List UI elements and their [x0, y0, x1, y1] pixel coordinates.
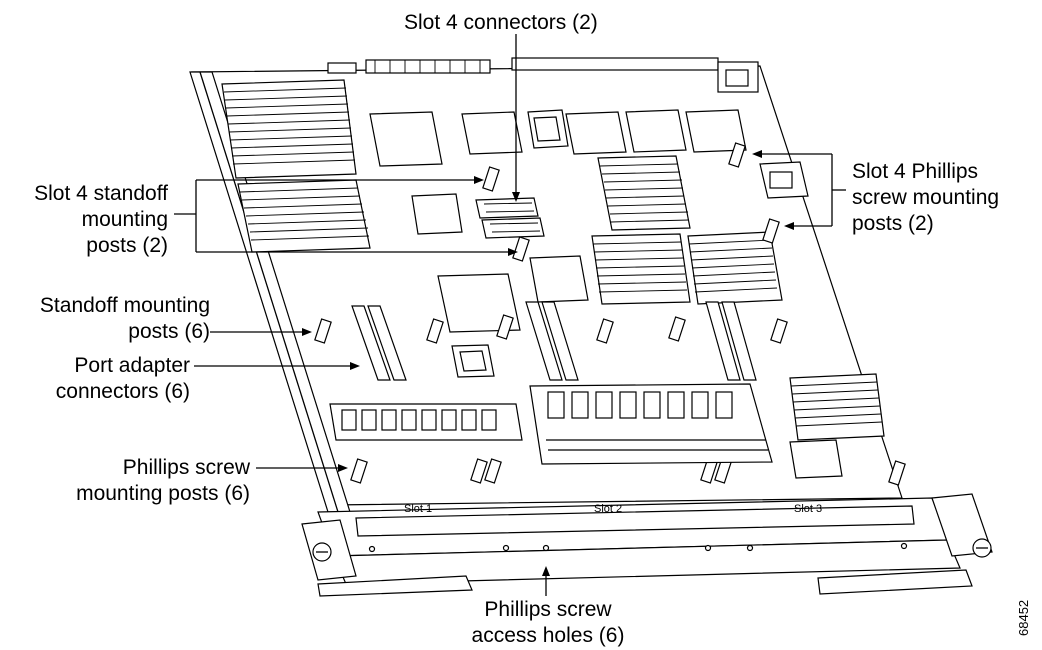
slot4-connectors	[475, 197, 545, 239]
slot-label-2: Slot 2	[594, 503, 622, 515]
callout-slot4-standoff-line2: mounting	[82, 208, 168, 231]
callout-slot4-standoff-line1: Slot 4 standoff	[34, 182, 168, 205]
callout-access-holes-line1: Phillips screw	[484, 598, 612, 621]
slot-label-3: Slot 3	[794, 503, 822, 515]
heatsink-right-edge	[789, 373, 885, 441]
callout-standoff-posts-line2: posts (6)	[128, 320, 210, 343]
callout-slot4-standoff-line3: posts (2)	[86, 234, 168, 257]
callout-slot4-connectors: Slot 4 connectors (2)	[404, 11, 598, 34]
callout-slot4-phillips-line1: Slot 4 Phillips	[852, 160, 978, 183]
figure-id: 68452	[1016, 600, 1031, 636]
standoff-posts	[314, 166, 788, 344]
chips	[369, 109, 843, 479]
callout-phillips-posts-line1: Phillips screw	[123, 456, 251, 479]
heatsink-mid-left	[237, 179, 371, 253]
callout-port-adapter-line2: connectors (6)	[56, 380, 190, 403]
callout-slot4-phillips-line3: posts (2)	[852, 212, 934, 235]
port-adapter-connectors	[351, 301, 757, 381]
heatsink-upper-center	[597, 155, 691, 231]
dimm-right	[529, 383, 773, 465]
callout-phillips-posts-line2: mounting posts (6)	[76, 482, 250, 505]
callout-access-holes-line2: access holes (6)	[472, 624, 625, 647]
dimm-left	[329, 403, 523, 441]
callout-port-adapter-line1: Port adapter	[74, 354, 190, 377]
leader-lines	[174, 34, 846, 596]
heatsink-lower-right	[687, 231, 783, 305]
heatsink-lower-center	[591, 233, 691, 305]
heatsink-top-left	[221, 79, 357, 179]
callout-slot4-phillips-line2: screw mounting	[852, 186, 999, 209]
faceplate	[301, 493, 993, 597]
slot-label-1: Slot 1	[404, 503, 432, 515]
callout-standoff-posts-line1: Standoff mounting	[40, 294, 210, 317]
